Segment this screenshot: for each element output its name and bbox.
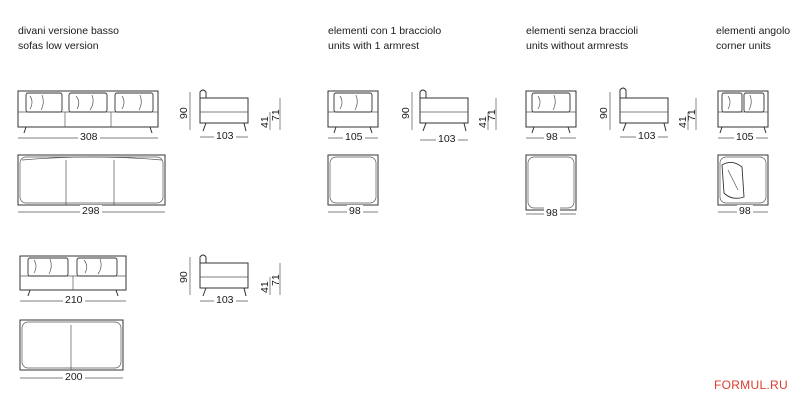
- dim-corner-top-width: 98: [737, 205, 753, 217]
- dim-arm-height-4: 71: [686, 109, 698, 121]
- dim-sofa3-top-width: 298: [80, 205, 102, 217]
- header-corner-it: elementi angolo: [716, 25, 791, 37]
- dim-height-2: 90: [178, 271, 190, 283]
- dim-sofa2-width: 210: [63, 294, 85, 306]
- header-corner: elementi angolo corner units: [716, 24, 790, 54]
- dim-no-arm-width: 98: [544, 131, 560, 143]
- dim-corner-width: 105: [734, 131, 756, 143]
- dim-height-3: 90: [400, 107, 412, 119]
- dim-arm-height-3: 71: [486, 109, 498, 121]
- dim-side-depth-1: 103: [214, 130, 236, 142]
- header-one-armrest-en: units with 1 armrest: [328, 40, 420, 52]
- dim-side-depth-3: 103: [436, 133, 458, 145]
- header-one-armrest: elementi con 1 bracciolo units with 1 ar…: [328, 24, 441, 54]
- one-armrest-front: [327, 90, 379, 134]
- dim-arm-height-2: 71: [270, 274, 282, 286]
- header-no-armrest: elementi senza braccioli units without a…: [526, 24, 638, 54]
- dim-side-depth-2: 103: [214, 294, 236, 306]
- no-armrest-side: [619, 87, 669, 132]
- dim-arm-height-1: 71: [270, 109, 282, 121]
- sofa-side-view-1: [199, 89, 249, 132]
- header-no-armrest-it: elementi senza braccioli: [526, 25, 639, 37]
- dim-one-arm-width: 105: [343, 131, 365, 143]
- dim-height-4: 90: [598, 107, 610, 119]
- corner-unit-front: [717, 90, 769, 134]
- no-armrest-front: [525, 90, 577, 134]
- sofa-3-seat-front: [17, 90, 159, 134]
- dim-sofa2-top-width: 200: [63, 371, 85, 383]
- sofa-3-seat-top: [17, 154, 166, 206]
- watermark-link[interactable]: FORMUL.RU: [713, 378, 788, 392]
- header-low-version: divani versione basso sofas low version: [18, 24, 119, 54]
- one-armrest-side: [419, 89, 469, 132]
- one-armrest-top: [327, 154, 379, 206]
- header-low-version-it: divani versione basso: [18, 25, 119, 37]
- corner-unit-top: [717, 154, 769, 206]
- header-no-armrest-en: units without armrests: [526, 40, 629, 52]
- header-one-armrest-it: elementi con 1 bracciolo: [328, 25, 442, 37]
- dim-height-1: 90: [178, 107, 190, 119]
- dim-no-arm-top-width: 98: [544, 207, 560, 219]
- sofa-side-view-2: [199, 254, 249, 297]
- dim-side-depth-4: 103: [636, 130, 658, 142]
- header-corner-en: corner units: [716, 40, 771, 52]
- sofa-2-seat-front: [19, 255, 127, 297]
- dim-one-arm-top-width: 98: [347, 205, 363, 217]
- sofa-2-seat-top: [19, 319, 124, 371]
- dim-sofa3-width: 308: [78, 131, 100, 143]
- header-low-version-en: sofas low version: [18, 40, 99, 52]
- no-armrest-top: [525, 154, 577, 211]
